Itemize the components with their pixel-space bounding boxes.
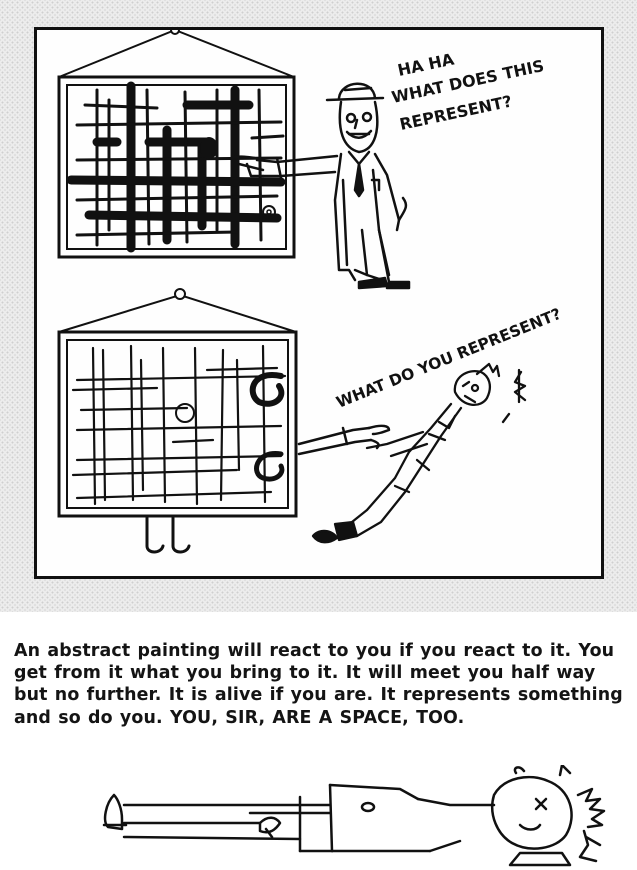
speech-bottom: WHAT DO YOU REPRESENT? <box>334 305 564 412</box>
painting-pointing-hand <box>297 424 391 456</box>
bottom-painting <box>57 288 298 554</box>
top-speech: HA HA WHAT DOES THIS REPRESENT? <box>390 49 546 134</box>
comic-drawing: HA HA WHAT DOES THIS REPRESENT? <box>57 30 564 554</box>
top-man-figure <box>229 82 411 290</box>
falling-man-figure <box>311 362 527 544</box>
bottom-speech: WHAT DO YOU REPRESENT? <box>334 305 564 412</box>
lying-man-figure <box>102 765 606 867</box>
caption-text: An abstract painting will react to you i… <box>14 641 623 728</box>
top-painting <box>57 30 296 259</box>
comic-panel: HA HA WHAT DOES THIS REPRESENT? <box>34 27 604 579</box>
